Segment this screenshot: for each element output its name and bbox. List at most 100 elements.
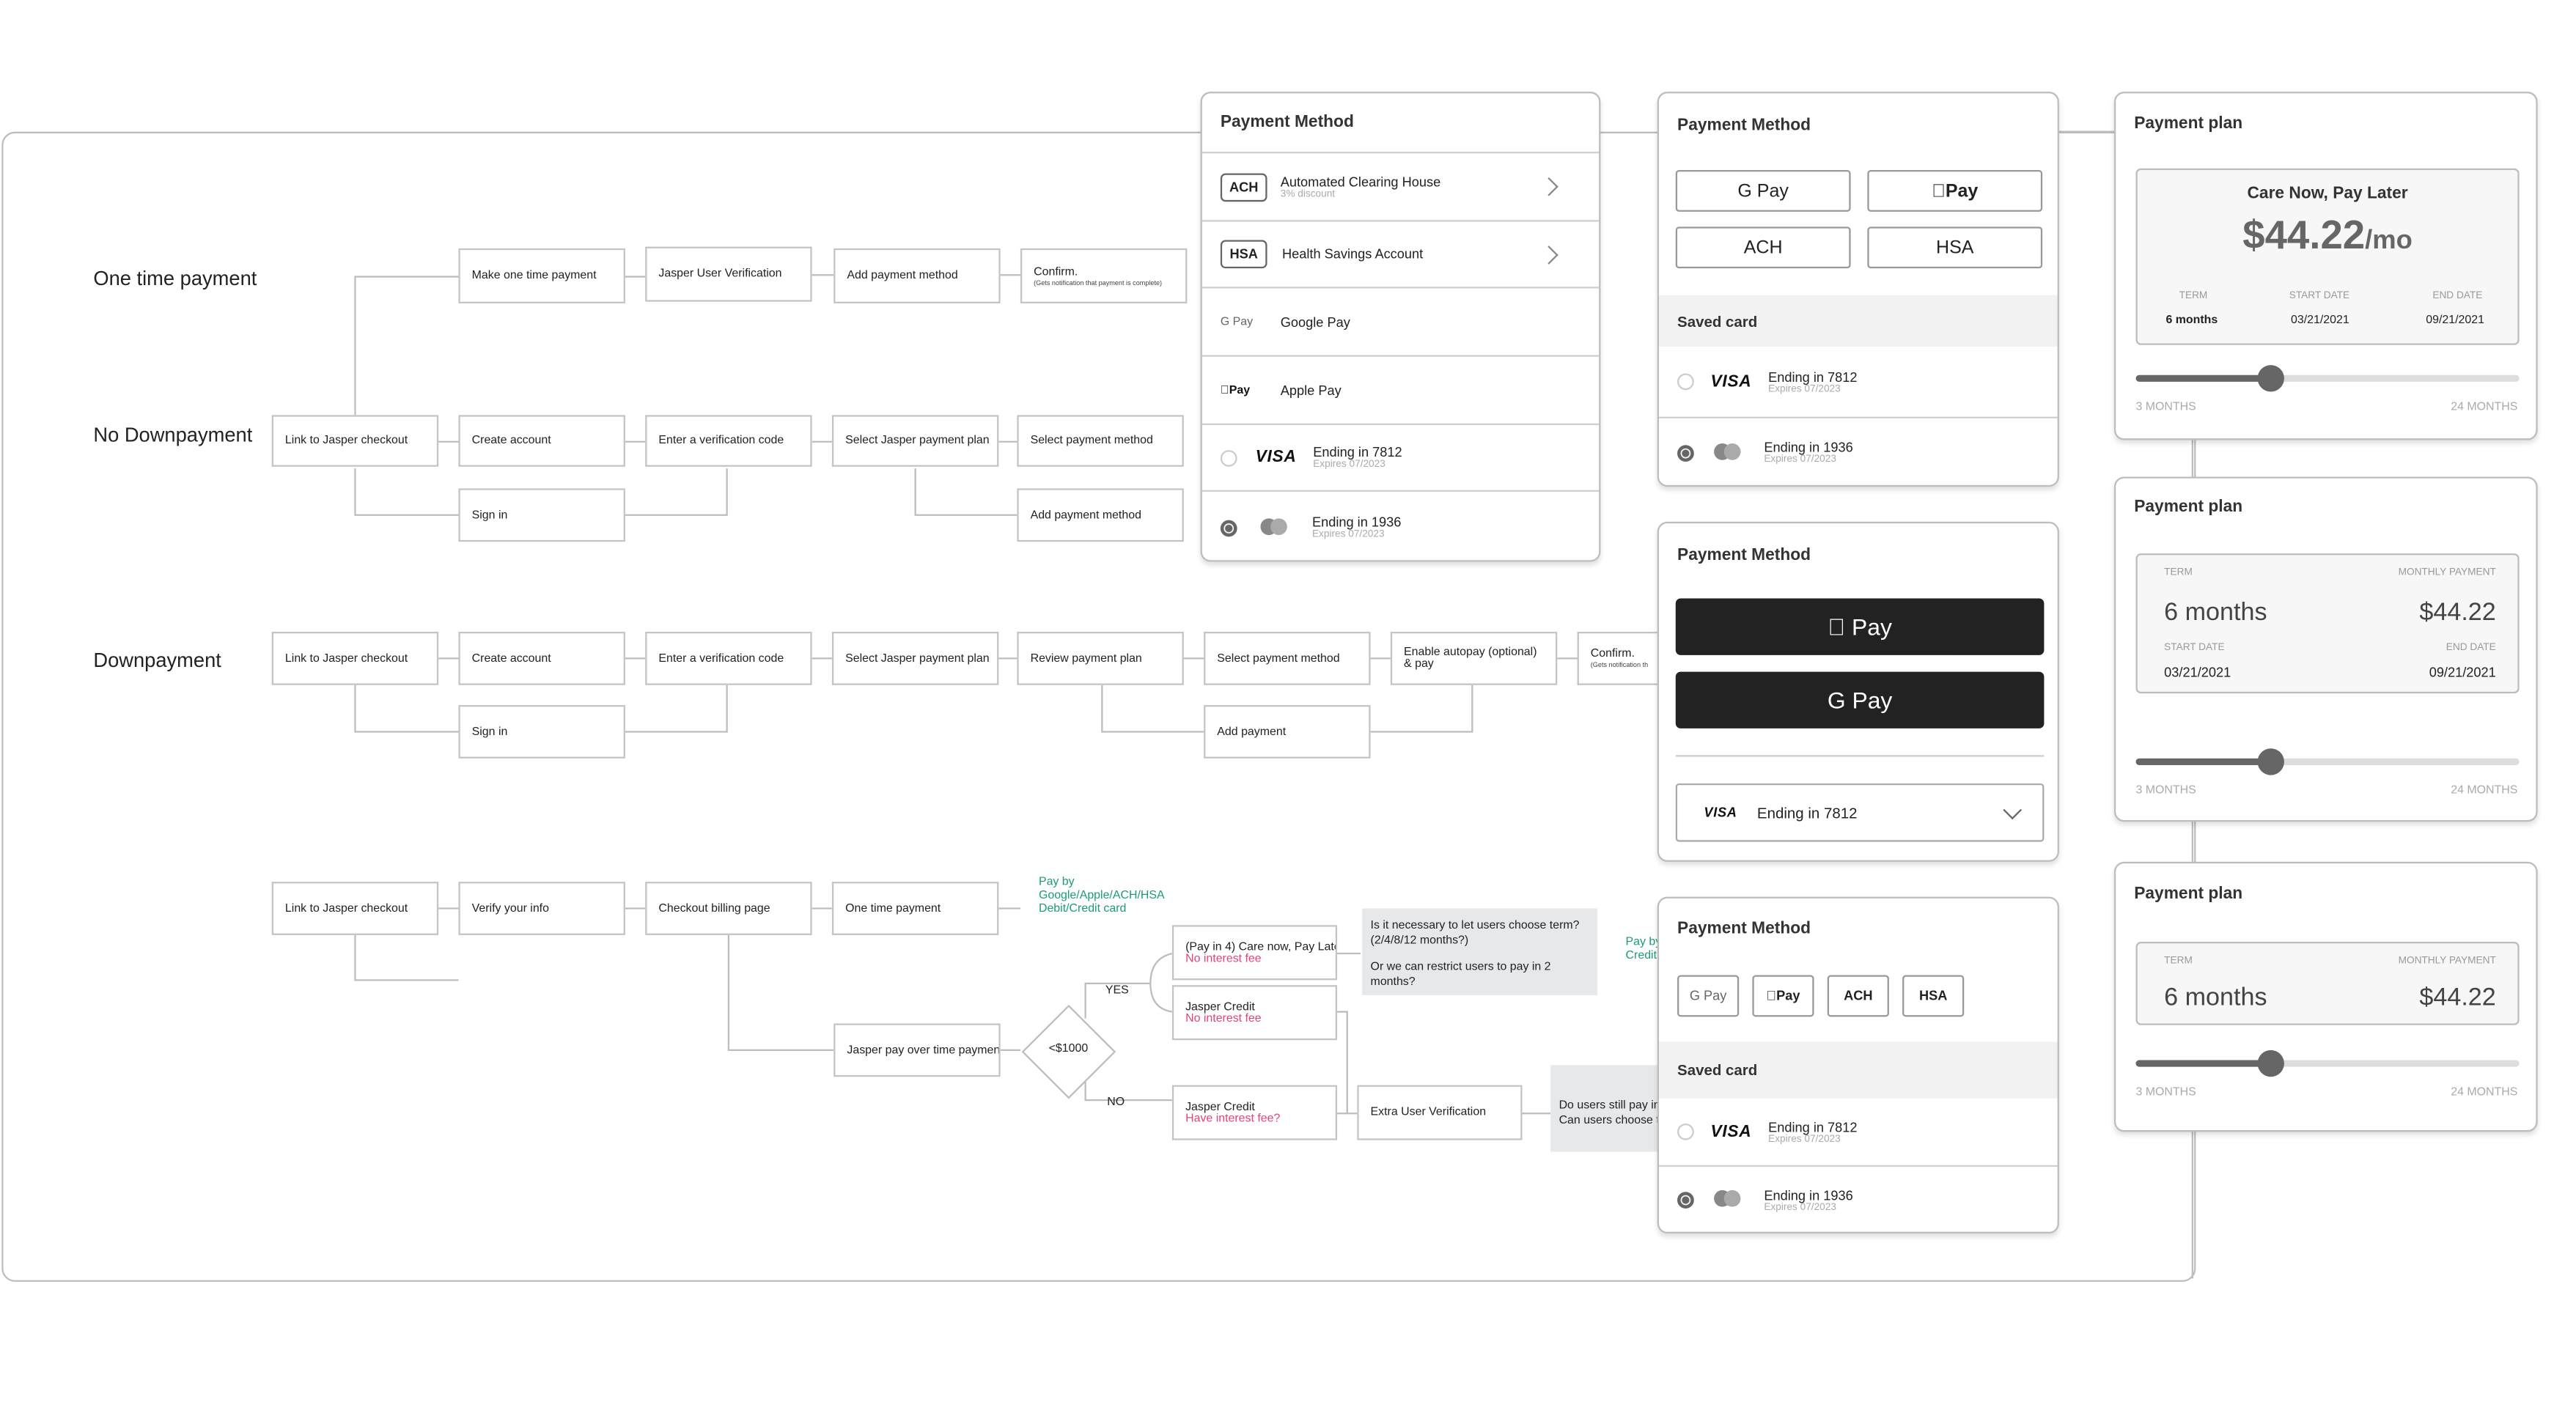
flow-box-jasper-credit: Jasper Credit Have interest fee? (1171, 1085, 1338, 1140)
amount-period: /mo (2365, 226, 2413, 255)
flow-box: One time payment (831, 882, 999, 935)
google-pay-button[interactable]: G Pay (1675, 671, 2045, 728)
start-key: START DATE (2164, 643, 2225, 654)
card-title: Payment Method (1677, 919, 1811, 938)
method-row-apple-pay[interactable]: Pay Apple Pay (1201, 355, 1600, 423)
saved-card-row[interactable]: Ending in 1936 Expires 07/2023 (1201, 490, 1600, 561)
note-line: Or we can restrict users to pay in 2 mon… (1370, 962, 1551, 989)
flow-box: Select Jasper payment plan (831, 631, 999, 685)
slider-handle[interactable] (2256, 1049, 2284, 1077)
radio-button[interactable] (1677, 373, 1694, 391)
flow-box: Add payment (1204, 705, 1371, 759)
apple-pay-button[interactable]: Pay (1752, 975, 1814, 1017)
method-row-ach[interactable]: ACH Automated Clearing House 3% discount (1201, 151, 1600, 220)
flow-box: Verify your info (458, 882, 625, 935)
flow-box: Review payment plan (1017, 631, 1184, 685)
slider-fill (2135, 1060, 2270, 1067)
flow-box: Select payment method (1017, 415, 1184, 467)
term-key: TERM (2179, 292, 2208, 302)
payment-method-list-card: Payment Method ACH Automated Clearing Ho… (1200, 92, 1601, 562)
card-title: Payment Method (1220, 113, 1354, 132)
divider (1675, 755, 2045, 757)
flow-box: Select Jasper payment plan (831, 415, 999, 467)
card-expiry: Expires 07/2023 (1768, 384, 1841, 394)
flow-box-confirm: Confirm. (Gets notification th (1577, 631, 1660, 685)
google-pay-button[interactable]: G Pay (1677, 975, 1740, 1017)
mastercard-icon (1711, 1189, 1748, 1212)
pay-by-annotation: Pay by Google/Apple/ACH/HSA Debit/Credit… (1039, 877, 1165, 917)
google-pay-button[interactable]: G Pay (1675, 169, 1851, 212)
ach-button[interactable]: ACH (1827, 975, 1889, 1017)
radio-button[interactable] (1677, 1123, 1694, 1140)
monthly-payment-key: MONTHLY PAYMENT (2398, 568, 2496, 579)
flow-box-line2: & pay (1404, 658, 1434, 671)
saved-card-row[interactable]: Ending in 1936 Expires 07/2023 (1659, 1165, 2058, 1232)
payment-plan-card: Payment plan TERM 6 months MONTHLY PAYME… (2113, 476, 2538, 822)
flow-box-sub: No interest fee (1185, 952, 1262, 964)
term-slider[interactable] (2135, 365, 2520, 392)
end-key: END DATE (2432, 292, 2483, 302)
radio-button-selected[interactable] (1677, 444, 1694, 461)
saved-card-row[interactable]: Ending in 1936 Expires 07/2023 (1659, 416, 2058, 485)
radio-button-selected[interactable] (1677, 1192, 1694, 1209)
saved-card-select[interactable]: VISA Ending in 7812 (1675, 783, 2045, 842)
card-title: Payment Method (1677, 545, 1811, 564)
monthly-payment-key: MONTHLY PAYMENT (2398, 956, 2496, 967)
flow-box-title: Jasper Credit (1185, 1000, 1255, 1013)
term-slider[interactable] (2135, 1049, 2520, 1077)
monthly-payment-value: $44.22 (2419, 598, 2496, 627)
method-row-google-pay[interactable]: G Pay Google Pay (1201, 287, 1600, 355)
card-expiry: Expires 07/2023 (1768, 1134, 1841, 1145)
no-label: NO (1107, 1096, 1125, 1109)
radio-button-selected[interactable] (1220, 519, 1237, 536)
ach-button[interactable]: ACH (1675, 226, 1851, 269)
start-value: 03/21/2021 (2291, 314, 2349, 327)
card-title: Ending in 7812 (1768, 1119, 1858, 1134)
flow-box: Extra User Verification (1357, 1085, 1523, 1140)
flow-box: Sign in (458, 488, 625, 542)
note-line: Is it necessary to let users choose term… (1370, 920, 1580, 932)
saved-card-row[interactable]: VISA Ending in 7812 Expires 07/2023 (1659, 347, 2058, 417)
radio-button[interactable] (1220, 449, 1237, 466)
apple-pay-icon: Pay (1220, 384, 1250, 396)
note-line: Do users still pay in (1559, 1100, 1660, 1113)
slider-handle[interactable] (2256, 748, 2284, 775)
flow-box-title: Confirm. (1034, 265, 1078, 278)
flow-box-confirm: Confirm. (Gets notification that payment… (1020, 248, 1188, 303)
flow-box-pay-in-4: (Pay in 4) Care now, Pay Later No intere… (1171, 925, 1338, 981)
slider-handle[interactable] (2256, 365, 2284, 392)
apple-pay-button[interactable]: Pay (1867, 169, 2043, 212)
flow-box: Add payment method (1017, 488, 1184, 542)
hsa-button[interactable]: HSA (1867, 226, 2043, 269)
flow-box-title: (Pay in 4) Care now, Pay Later (1185, 940, 1338, 953)
saved-card-row[interactable]: VISA Ending in 7812 Expires 07/2023 (1659, 1099, 2058, 1165)
hsa-button[interactable]: HSA (1902, 975, 1965, 1017)
flow-box: Create account (458, 415, 625, 467)
flow-box-sub: (Gets notification that payment is compl… (1034, 277, 1163, 287)
end-value: 09/21/2021 (2429, 665, 2496, 680)
google-pay-icon: G Pay (1220, 315, 1254, 328)
plan-amount: $44.22/mo (2138, 213, 2518, 260)
term-slider[interactable] (2135, 748, 2520, 775)
flow-box: Checkout billing page (645, 882, 812, 935)
monthly-payment-value: $44.22 (2419, 983, 2496, 1012)
term-key: TERM (2164, 956, 2193, 967)
row-label-one-time: One time payment (93, 266, 257, 290)
pay-by-line: Google/Apple/ACH/HSA (1038, 890, 1165, 902)
flow-box: Add payment method (833, 248, 1001, 303)
visa-icon: VISA (1255, 448, 1297, 467)
apple-pay-button[interactable]:  Pay (1675, 598, 2045, 655)
method-row-hsa[interactable]: HSA Health Savings Account (1201, 220, 1600, 287)
pay-by-line: Debit/Credit card (1038, 903, 1127, 915)
card-expiry: Expires 07/2023 (1311, 530, 1385, 540)
payment-plan-card: Payment plan TERM 6 months MONTHLY PAYME… (2113, 861, 2538, 1132)
saved-card-row[interactable]: VISA Ending in 7812 Expires 07/2023 (1201, 423, 1600, 490)
method-title: Google Pay (1280, 314, 1350, 330)
card-title: Payment plan (2134, 114, 2243, 133)
slider-min-label: 3 MONTHS (2135, 1086, 2196, 1099)
flow-box-autopay: Enable autopay (optional) & pay (1390, 631, 1558, 685)
card-title: Ending in 1936 (1311, 514, 1402, 531)
start-key: START DATE (2289, 292, 2350, 302)
payment-method-wallet-card: Payment Method  Pay G Pay VISA Ending i… (1657, 521, 2059, 862)
